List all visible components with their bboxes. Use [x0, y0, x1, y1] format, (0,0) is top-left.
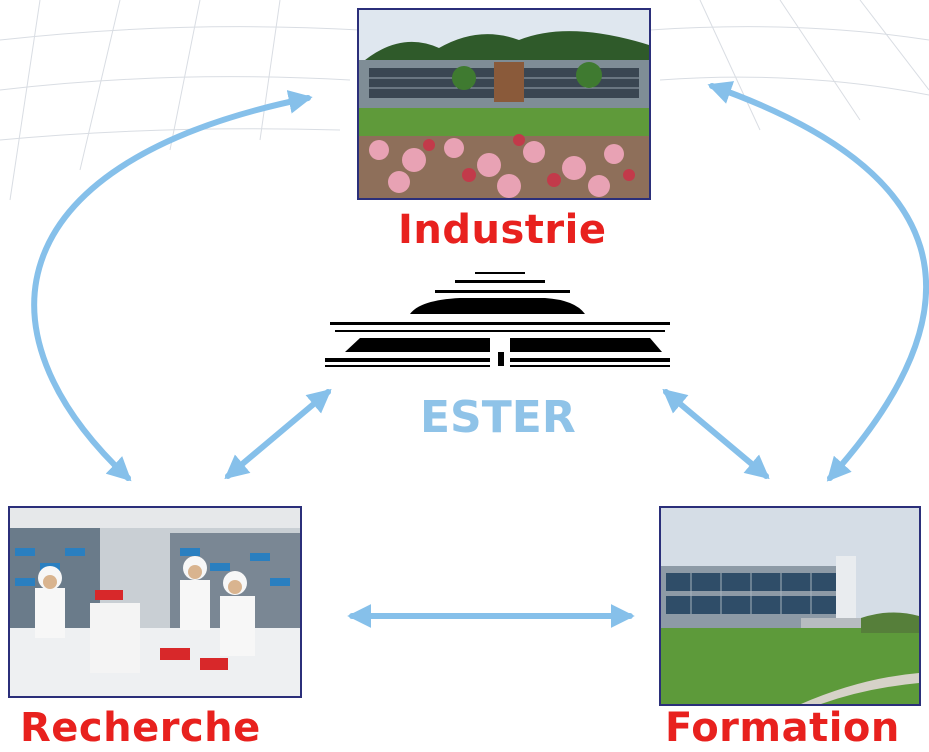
arrow-ester-formation — [662, 388, 770, 480]
ester-logo — [325, 272, 670, 367]
arrow-industrie-formation — [707, 81, 929, 482]
formation-label: Formation — [665, 705, 900, 751]
recherche-photo — [8, 506, 302, 698]
recherche-label: Recherche — [20, 705, 261, 751]
formation-photo — [659, 506, 921, 706]
arrow-industrie-recherche — [31, 90, 313, 482]
ester-label: ESTER — [420, 392, 576, 443]
industrie-photo — [357, 8, 651, 200]
industrie-label: Industrie — [398, 207, 607, 253]
arrow-ester-recherche — [224, 388, 332, 480]
